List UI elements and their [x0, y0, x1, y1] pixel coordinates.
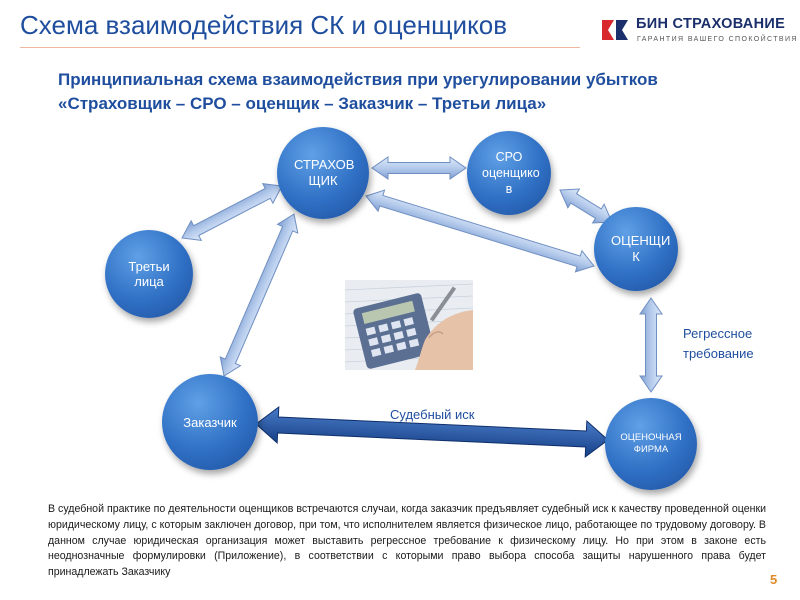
node-third-parties: Третьи лица: [105, 230, 193, 318]
logo-tagline: ГАРАНТИЯ ВАШЕГО СПОКОЙСТВИЯ: [637, 36, 798, 43]
node-appraiser-label: ОЦЕНЩИ К: [611, 233, 671, 264]
label-regress: Регрессное требование: [683, 326, 754, 361]
arrow-insurer-third-parties: [181, 183, 283, 241]
page-number: 5: [770, 572, 778, 587]
diagram-subtitle: Принципиальная схема взаимодействия при …: [58, 68, 658, 116]
arrow-insurer-sro: [371, 156, 467, 180]
node-customer: Заказчик: [162, 374, 258, 470]
arrow-insurer-customer: [219, 213, 299, 377]
node-customer-label: Заказчик: [183, 414, 237, 430]
calculator-photo: [345, 280, 473, 370]
node-appraisal-firm-label: ОЦЕНОЧНАЯ ФИРМА: [620, 432, 682, 455]
node-insurer: СТРАХОВ ЩИК: [277, 127, 369, 219]
subtitle-line-1: Принципиальная схема взаимодействия при …: [58, 70, 658, 89]
arrow-appraiser-firm: [639, 297, 663, 393]
node-insurer-label: СТРАХОВ ЩИК: [294, 157, 355, 188]
logo-name: БИН СТРАХОВАНИЕ: [636, 16, 786, 32]
logo-mark-icon: [602, 20, 628, 40]
label-lawsuit: Судебный иск: [390, 407, 475, 422]
arrow-insurer-appraiser: [365, 189, 595, 273]
node-sro-label: СРО оценщико в: [482, 150, 540, 196]
body-paragraph: В судебной практике по деятельности оцен…: [48, 503, 766, 579]
node-sro: СРО оценщико в: [467, 131, 551, 215]
node-appraisal-firm: ОЦЕНОЧНАЯ ФИРМА: [605, 398, 697, 490]
page-title: Схема взаимодействия СК и оценщиков: [20, 10, 508, 40]
title-divider: [20, 47, 580, 48]
node-appraiser: ОЦЕНЩИ К: [594, 207, 678, 291]
company-logo: БИН СТРАХОВАНИЕ ГАРАНТИЯ ВАШЕГО СПОКОЙСТ…: [600, 14, 798, 48]
node-third-parties-label: Третьи лица: [128, 259, 170, 289]
subtitle-line-2: «Страховщик – СРО – оценщик – Заказчик –…: [58, 94, 547, 113]
